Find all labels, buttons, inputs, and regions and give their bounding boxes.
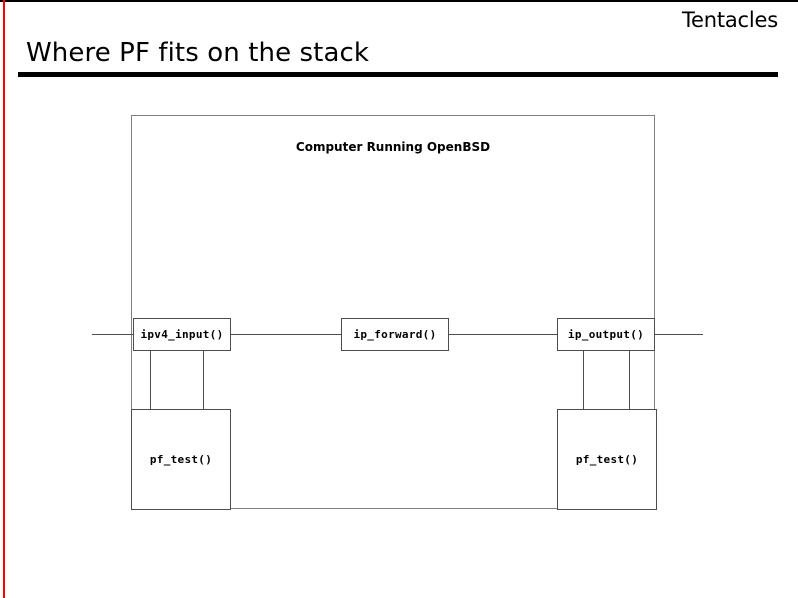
wire-ip-forward-to-ip-output (448, 334, 558, 335)
deck-name: Tentacles (681, 8, 778, 32)
node-ipv4-input: ipv4_input() (133, 318, 231, 351)
node-pf-test-inbound: pf_test() (131, 409, 231, 510)
left-accent-bar (3, 0, 5, 598)
wire-ip-output-to-external (654, 334, 703, 335)
top-border-rule (0, 0, 798, 2)
page-title: Where PF fits on the stack (26, 38, 370, 68)
wire-ip-output-to-pf-test-right (629, 350, 630, 410)
title-underline-rule (18, 72, 778, 77)
wire-ipv4-input-to-pf-test-left (150, 350, 151, 410)
node-ip-output: ip_output() (557, 318, 655, 351)
wire-ip-output-to-pf-test-left (583, 350, 584, 410)
host-container-label: Computer Running OpenBSD (295, 140, 491, 154)
node-ip-forward: ip_forward() (341, 318, 449, 351)
wire-ipv4-input-to-pf-test-right (203, 350, 204, 410)
node-pf-test-outbound: pf_test() (557, 409, 657, 510)
wire-ipv4-input-to-ip-forward (230, 334, 342, 335)
wire-external-to-ipv4-input (92, 334, 134, 335)
host-container-box (131, 115, 655, 509)
